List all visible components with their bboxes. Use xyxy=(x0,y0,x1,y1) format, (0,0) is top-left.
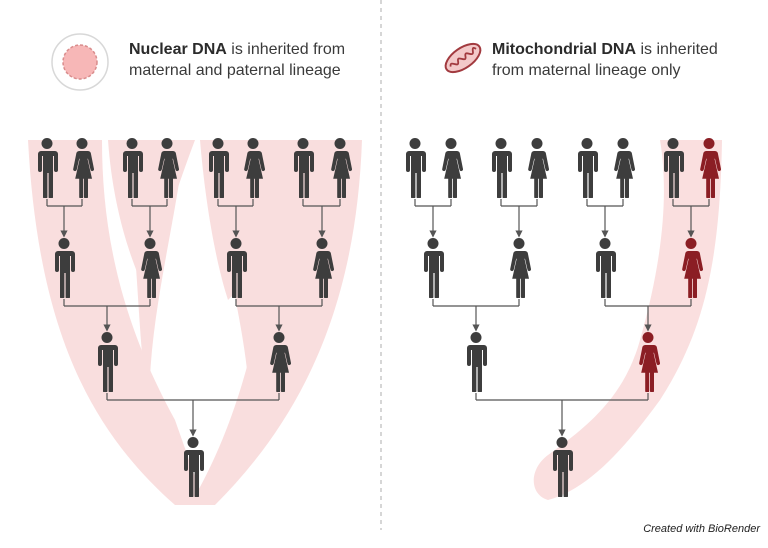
nuclear-dna-caption: Nuclear DNA is inherited from maternal a… xyxy=(129,39,369,81)
band-left-outer xyxy=(28,140,205,505)
right-female-person-g0-5 xyxy=(614,138,635,198)
mitochondrion-icon xyxy=(444,42,482,74)
right-female-person-g0-3 xyxy=(528,138,549,198)
caption-right-line2: from maternal lineage only xyxy=(492,62,681,79)
band-right-inner xyxy=(212,140,300,420)
nucleus-icon xyxy=(51,33,109,91)
right-male-person-g0-2 xyxy=(492,138,512,198)
right-female-person-g1-1 xyxy=(510,238,531,298)
right-male-person-g0-4 xyxy=(578,138,598,198)
right-male-person-g2-0 xyxy=(467,332,487,392)
band-maternal-line xyxy=(533,140,722,500)
caption-right-bold: Mitochondrial DNA xyxy=(492,41,636,58)
caption-left-bold: Nuclear DNA xyxy=(129,41,227,58)
caption-left-line2: maternal and paternal lineage xyxy=(129,62,341,79)
biorender-credit: Created with BioRender xyxy=(643,523,760,535)
caption-right-rest: is inherited xyxy=(636,41,718,58)
caption-left-rest: is inherited from xyxy=(226,41,346,58)
right-male-person-g1-0 xyxy=(424,238,444,298)
right-male-person-g0-0 xyxy=(406,138,426,198)
mitochondrial-dna-caption: Mitochondrial DNA is inherited from mate… xyxy=(492,39,742,81)
connector-lines xyxy=(46,199,710,437)
mitochondrial-lineage-band xyxy=(533,140,722,500)
right-female-person-g0-1 xyxy=(442,138,463,198)
right-male-person-g1-2 xyxy=(596,238,616,298)
